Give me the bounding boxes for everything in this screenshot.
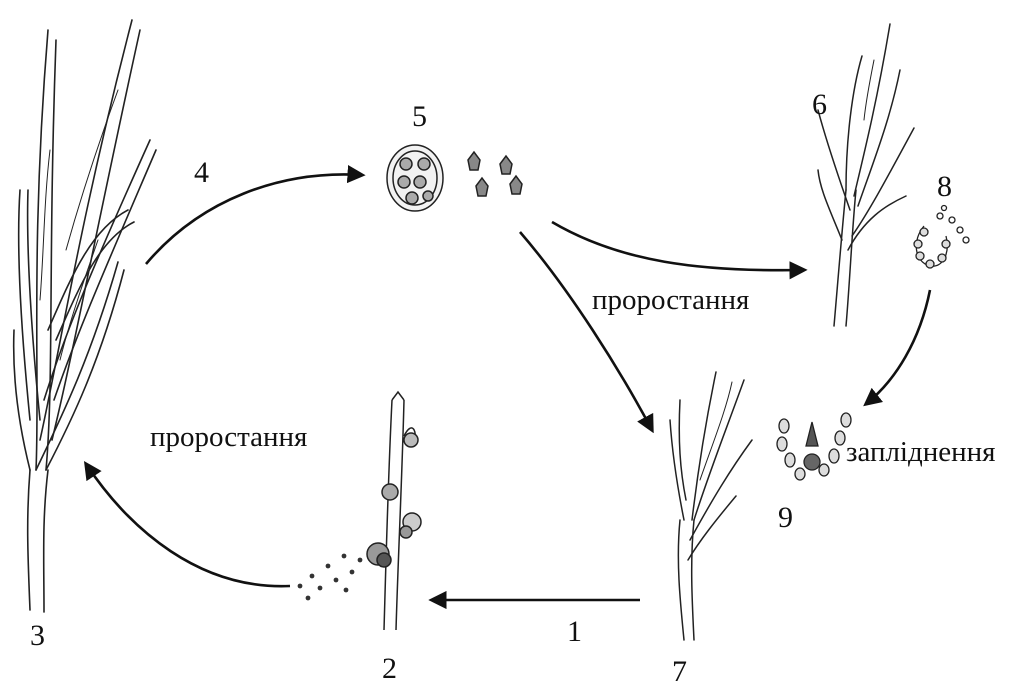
label-4: 4 (194, 158, 209, 188)
label-germination-left: проростання (150, 423, 307, 452)
arrow-8-to-9 (866, 290, 930, 404)
sporangium-spores-5 (387, 145, 522, 211)
label-7: 7 (672, 657, 687, 687)
label-fertilization: запліднення (846, 438, 996, 467)
arrow-5-to-7 (520, 232, 652, 430)
label-2: 2 (382, 654, 397, 684)
label-1: 1 (567, 617, 582, 647)
gametophyte-7 (670, 372, 752, 640)
gametophyte-6 (818, 24, 914, 326)
label-5: 5 (412, 102, 427, 132)
label-9: 9 (778, 503, 793, 533)
arrow-5-to-6 (552, 222, 804, 270)
label-8: 8 (937, 172, 952, 202)
antheridia-8 (914, 206, 969, 269)
label-germination-right: проростання (592, 286, 749, 315)
fertilization-9 (777, 413, 851, 480)
sporangia-stalk-2 (298, 392, 421, 630)
arrow-2-to-3 (86, 464, 290, 586)
arrow-4-to-5 (146, 174, 362, 264)
label-3: 3 (30, 621, 45, 651)
label-6: 6 (812, 90, 827, 120)
